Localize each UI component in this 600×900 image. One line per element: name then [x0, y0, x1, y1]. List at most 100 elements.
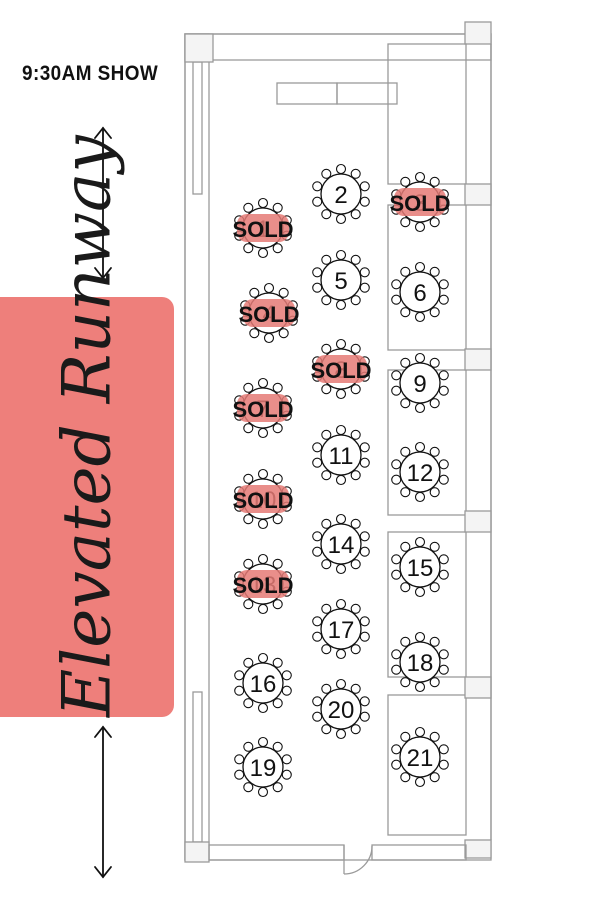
chair-icon — [429, 636, 440, 647]
chair-icon — [335, 388, 347, 400]
table-top — [320, 523, 362, 565]
table-7[interactable]: 7SOLD — [232, 377, 294, 439]
chair-icon — [438, 554, 449, 565]
chair-icon — [335, 728, 347, 740]
table-number: 14 — [328, 532, 355, 559]
table-4[interactable]: 4SOLD — [238, 282, 300, 344]
table-16[interactable]: 16 — [234, 652, 292, 714]
table-9[interactable]: 9 — [391, 352, 449, 414]
chair-icon — [429, 266, 440, 277]
table-3[interactable]: 3SOLD — [389, 171, 451, 233]
sold-band — [243, 299, 295, 327]
chair-icon — [243, 558, 254, 569]
table-11[interactable]: 11 — [312, 424, 370, 486]
chair-icon — [391, 554, 402, 565]
chair-icon — [335, 678, 347, 690]
chair-icon — [312, 631, 323, 642]
table-6[interactable]: 6 — [391, 261, 449, 323]
chair-icon — [359, 696, 370, 707]
chair-icon — [414, 441, 426, 453]
table-number: 16 — [250, 671, 277, 698]
chair-icon — [243, 473, 254, 484]
chair-icon — [278, 328, 289, 339]
chair-icon — [249, 328, 260, 339]
chair-icon — [400, 487, 411, 498]
chair-icon — [438, 474, 449, 485]
table-10[interactable]: 10SOLD — [232, 468, 294, 530]
sold-label: SOLD — [232, 397, 293, 422]
table-20[interactable]: 20 — [312, 678, 370, 740]
chair-icon — [414, 586, 426, 598]
chair-icon — [257, 247, 269, 259]
chair-icon — [414, 491, 426, 503]
chair-icon — [335, 648, 347, 660]
chair-icon — [429, 217, 440, 228]
double-arrow-icon — [94, 725, 112, 879]
chair-icon — [414, 352, 426, 364]
table-number: 15 — [407, 555, 434, 582]
table-5[interactable]: 5 — [312, 249, 370, 311]
chair-icon — [429, 731, 440, 742]
chair-icon — [350, 603, 361, 614]
table-top — [399, 641, 441, 683]
chair-icon — [350, 254, 361, 265]
table-19[interactable]: 19 — [234, 736, 292, 798]
chair-icon — [272, 423, 283, 434]
chair-icon — [359, 282, 370, 293]
chair-icon — [312, 442, 323, 453]
chair-icon — [335, 598, 347, 610]
sold-band — [237, 485, 289, 513]
chair-icon — [414, 536, 426, 548]
left-inner-wall — [192, 691, 203, 843]
chair-icon — [350, 209, 361, 220]
door-swing — [343, 845, 373, 875]
chair-icon — [391, 744, 402, 755]
chair-icon — [400, 357, 411, 368]
chair-icon — [312, 616, 323, 627]
runway-label: Elevated Runway — [48, 135, 126, 717]
table-top — [320, 688, 362, 730]
table-13[interactable]: 13SOLD — [232, 553, 294, 615]
stage-riser — [276, 82, 338, 105]
chair-icon — [321, 429, 332, 440]
table-top — [399, 271, 441, 313]
table-18[interactable]: 18 — [391, 631, 449, 693]
chair-icon — [272, 657, 283, 668]
chair-icon — [243, 599, 254, 610]
chair-icon — [257, 377, 269, 389]
chair-icon — [400, 398, 411, 409]
top-wall — [184, 33, 492, 61]
chair-icon — [414, 726, 426, 738]
chair-icon — [321, 384, 332, 395]
chair-icon — [400, 636, 411, 647]
table-2[interactable]: 2 — [312, 163, 370, 225]
chair-icon — [234, 670, 245, 681]
chair-icon — [414, 776, 426, 788]
table-number: 20 — [328, 697, 355, 724]
chair-icon — [321, 559, 332, 570]
table-15[interactable]: 15 — [391, 536, 449, 598]
chair-icon — [281, 670, 292, 681]
table-1[interactable]: 1SOLD — [232, 197, 294, 259]
pillar — [184, 841, 210, 863]
table-14[interactable]: 14 — [312, 513, 370, 575]
table-number: 9 — [413, 371, 426, 398]
window-box — [464, 183, 492, 206]
chair-icon — [243, 657, 254, 668]
chair-icon — [321, 644, 332, 655]
table-top — [399, 362, 441, 404]
chair-icon — [350, 518, 361, 529]
chair-icon — [272, 473, 283, 484]
table-top — [399, 546, 441, 588]
table-top — [399, 736, 441, 778]
chair-icon — [335, 563, 347, 575]
chair-icon — [429, 307, 440, 318]
chair-icon — [400, 677, 411, 688]
table-12[interactable]: 12 — [391, 441, 449, 503]
table-21[interactable]: 21 — [391, 726, 449, 788]
chair-icon — [321, 209, 332, 220]
table-8[interactable]: 8SOLD — [310, 338, 372, 400]
chair-icon — [429, 487, 440, 498]
table-17[interactable]: 17 — [312, 598, 370, 660]
